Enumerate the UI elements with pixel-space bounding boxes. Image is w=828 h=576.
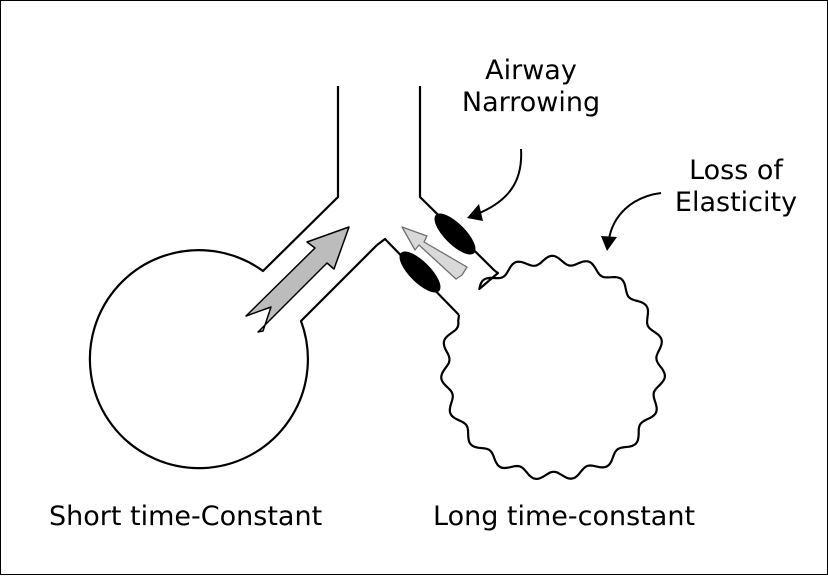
airway-narrowing-line2: Narrowing: [461, 87, 601, 118]
airway-narrowing-pointer-head: [467, 204, 483, 221]
elasticity-pointer: [608, 192, 662, 240]
long-time-constant-label: Long time-constant: [433, 501, 696, 532]
airway-narrowing-upper: [434, 213, 476, 255]
right-alveolus: [440, 254, 666, 480]
airflow-arrow-fast: [245, 226, 350, 333]
elasticity-pointer-head: [601, 236, 617, 251]
left-alveolus: [88, 86, 378, 470]
airflow-arrow-slow: [401, 226, 468, 280]
loss-of-elasticity-line1: Loss of: [689, 155, 783, 186]
loss-of-elasticity-label: Loss of Elasticity: [651, 155, 821, 219]
short-time-constant-label: Short time-Constant: [49, 501, 323, 532]
loss-of-elasticity-line2: Elasticity: [674, 187, 798, 218]
airway-narrowing-label: Airway Narrowing: [441, 55, 621, 119]
airway-narrowing-line1: Airway: [485, 55, 577, 86]
airway-narrowing-pointer: [476, 148, 523, 215]
airway-narrowing-lower: [399, 251, 441, 293]
